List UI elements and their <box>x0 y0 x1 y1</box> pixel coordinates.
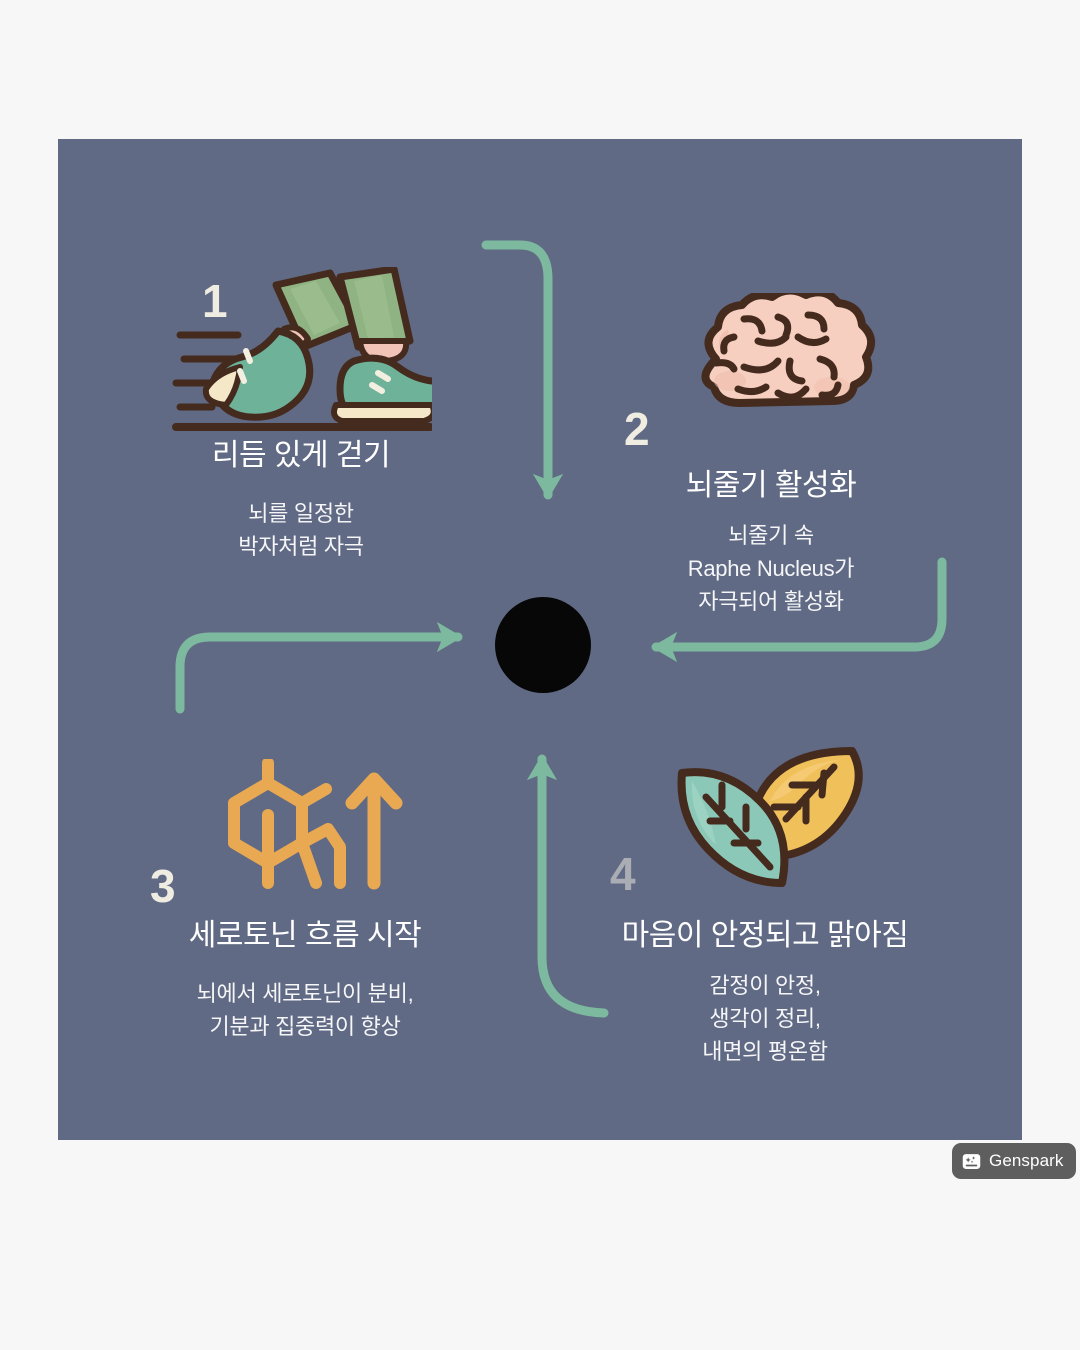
genspark-watermark[interactable]: Genspark <box>952 1143 1076 1179</box>
walking-legs-icon <box>172 267 432 431</box>
step-2-icon-row: 2 <box>606 289 936 467</box>
brain-icon <box>701 293 876 407</box>
arrow-step4-to-center <box>526 754 609 1018</box>
genspark-sparkle-icon <box>962 1153 981 1169</box>
step-title-1: 리듬 있게 걷기 <box>211 439 391 472</box>
step-3-icon-row: 3 <box>140 739 470 917</box>
infographic-card: 1 <box>58 139 1022 1140</box>
step-title-4: 마음이 안정되고 맑아짐 <box>621 919 909 952</box>
step-desc-2: 뇌줄기 속 Raphe Nucleus가 자극되어 활성화 <box>687 522 855 614</box>
serotonin-molecule-icon <box>228 759 403 890</box>
step-desc-3: 뇌에서 세로토닌이 분비, 기분과 집중력이 향상 <box>196 980 414 1039</box>
step-number-1: 1 <box>202 275 228 327</box>
step-card-3[interactable]: 3 <box>140 739 470 1043</box>
genspark-label: Genspark <box>989 1151 1064 1170</box>
center-node <box>495 597 591 693</box>
step-1-icon-row: 1 <box>136 259 466 437</box>
step-desc-4: 감정이 안정, 생각이 정리, 내면의 평온함 <box>702 972 828 1064</box>
step-number-3: 3 <box>150 860 176 912</box>
leaves-icon <box>677 747 863 887</box>
step-number-4: 4 <box>610 848 636 900</box>
step-desc-1: 뇌를 일정한 박자처럼 자극 <box>238 500 364 559</box>
arrow-step3-to-center <box>175 621 463 714</box>
step-card-4[interactable]: 4 <box>600 739 930 1068</box>
step-card-1[interactable]: 1 <box>136 259 466 563</box>
step-card-2[interactable]: 2 <box>606 289 936 618</box>
step-number-2: 2 <box>624 403 650 455</box>
step-4-icon-row: 4 <box>600 739 930 917</box>
step-title-2: 뇌줄기 활성화 <box>685 469 857 502</box>
arrow-step1-to-center <box>481 240 564 500</box>
step-title-3: 세로토닌 흐름 시작 <box>188 919 422 952</box>
